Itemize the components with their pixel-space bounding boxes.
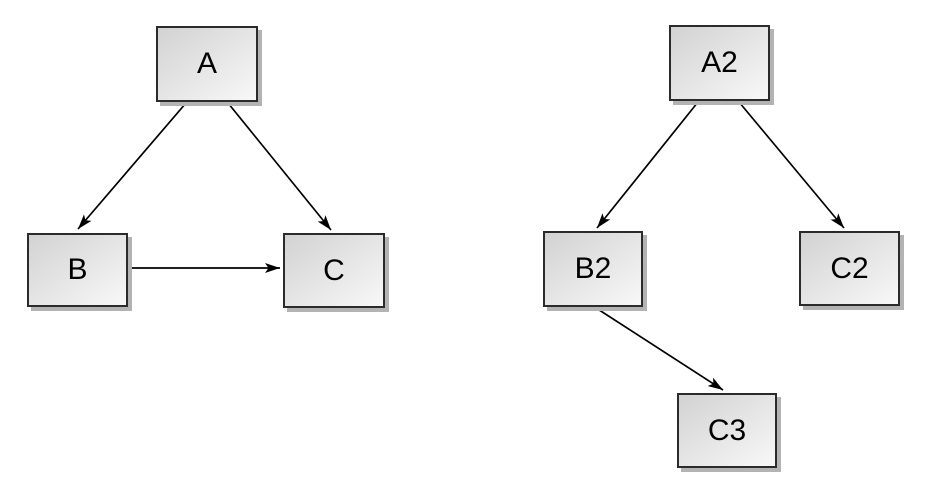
edge-A-to-C — [227, 102, 332, 231]
node-label-B2: B2 — [574, 252, 612, 285]
node-label-A2: A2 — [701, 46, 738, 79]
edge-B2-to-C3 — [592, 305, 724, 391]
node-C2: C2 — [799, 231, 900, 306]
node-label-C3: C3 — [707, 413, 747, 447]
node-B: B — [27, 233, 128, 307]
node-C3: C3 — [677, 393, 777, 468]
node-label-C: C — [323, 253, 345, 287]
node-B2: B2 — [543, 231, 643, 307]
node-C: C — [283, 233, 385, 308]
edge-A2-to-C2 — [738, 101, 845, 229]
node-label-B: B — [67, 253, 88, 286]
edge-A2-to-B2 — [596, 101, 699, 229]
edge-group — [77, 101, 845, 391]
node-A: A — [156, 26, 258, 102]
node-A2: A2 — [669, 25, 770, 101]
node-label-C2: C2 — [830, 251, 869, 285]
edge-A-to-B — [77, 102, 187, 230]
node-label-A: A — [196, 47, 217, 80]
